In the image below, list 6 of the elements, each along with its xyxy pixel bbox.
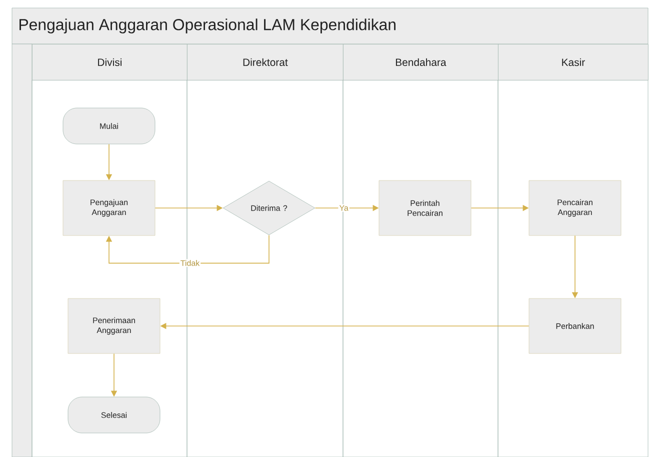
- node-label: Direktorat: [243, 58, 288, 66]
- node-label: Kasir: [562, 58, 585, 66]
- node-label: Bendahara: [396, 58, 446, 66]
- title: Pengajuan Anggaran Operasional LAM Kependidikan: [20, 18, 396, 34]
- arrow: [106, 234, 270, 264]
- node-label: Divisi: [98, 58, 122, 66]
